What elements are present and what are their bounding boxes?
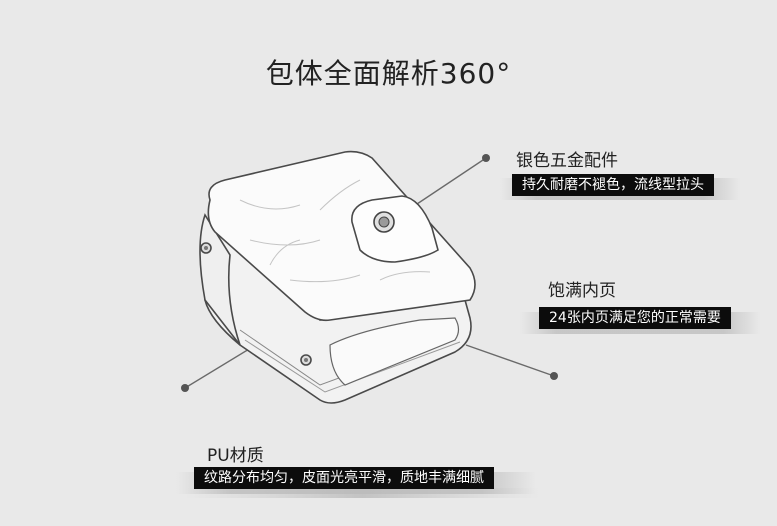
wallet <box>199 150 476 404</box>
page-title: 包体全面解析360° <box>265 57 512 90</box>
feature-desc-hardware: 持久耐磨不褪色，流线型拉头 <box>512 174 714 196</box>
feature-name-material: PU材质 <box>207 446 264 466</box>
feature-name-inner-pages: 饱满内页 <box>548 281 616 301</box>
callout-dots <box>181 154 558 392</box>
feature-desc-inner-pages: 24张内页满足您的正常需要 <box>539 307 731 329</box>
feature-name-hardware: 银色五金配件 <box>516 151 618 171</box>
callout-dot-hardware <box>482 154 490 162</box>
callout-line-hardware <box>404 157 487 213</box>
feature-desc-material: 纹路分布均匀，皮面光亮平滑，质地丰满细腻 <box>194 467 494 489</box>
callout-line-inner <box>465 344 555 377</box>
callout-dot-inner <box>550 372 558 380</box>
callout-dot-material <box>181 384 189 392</box>
